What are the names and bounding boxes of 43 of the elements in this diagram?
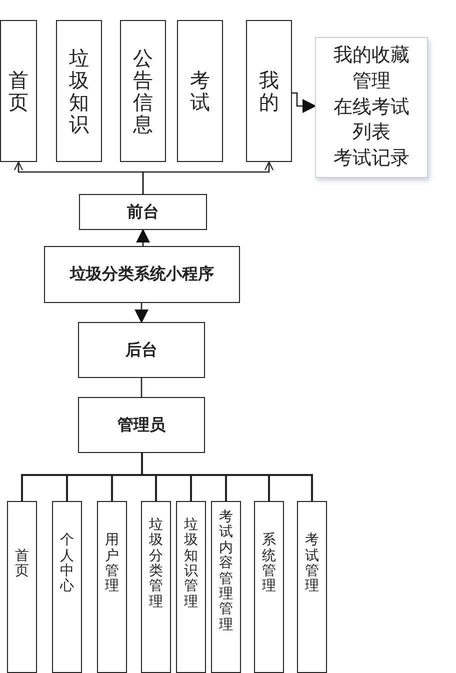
- node-label: 公告信息: [133, 47, 153, 135]
- connector-line: [140, 378, 142, 397]
- module-box: [52, 501, 82, 673]
- node-label: 垃圾分类管理: [149, 518, 163, 610]
- arrow: [142, 161, 274, 194]
- node-label: 首页: [8, 69, 28, 113]
- module-box: [7, 501, 37, 673]
- arrow: [292, 92, 316, 113]
- module-box: [211, 501, 241, 673]
- process-box: [78, 322, 205, 378]
- node-label: 垃圾知识: [69, 47, 89, 135]
- menu-box: [56, 20, 102, 162]
- node-label: 用户管理: [105, 533, 119, 595]
- node-label: 考试记录: [332, 146, 410, 171]
- arrow: [134, 303, 148, 324]
- module-box: [141, 501, 171, 673]
- node-label: 垃圾分类系统小程序: [70, 264, 214, 285]
- module-box: [254, 501, 284, 673]
- process-box: [78, 397, 205, 453]
- node-label: 考试内容管理管理: [219, 510, 233, 634]
- process-box: [79, 194, 207, 230]
- node-label: 管理员: [118, 414, 166, 436]
- node-label: 个人中心: [60, 533, 74, 595]
- node-label: 前台: [127, 202, 159, 222]
- node-label: 后台: [126, 340, 158, 360]
- module-box: [176, 501, 206, 673]
- node-label: 考试管理: [305, 533, 319, 595]
- node-label: 首页: [15, 548, 29, 580]
- menu-box: [246, 20, 292, 162]
- node-label: 我的收藏管理: [332, 43, 410, 94]
- node-label: 我的: [259, 69, 279, 113]
- detail-box: [315, 37, 428, 178]
- node-label: 在线考试列表: [332, 94, 410, 146]
- menu-box: [0, 20, 37, 162]
- arrow: [136, 228, 150, 246]
- node-label: 垃圾知识管理: [184, 518, 198, 610]
- process-box: [44, 246, 240, 303]
- module-box: [97, 501, 127, 673]
- module-box: [297, 501, 327, 673]
- node-label: 系统管理: [262, 533, 276, 595]
- menu-box: [120, 20, 166, 162]
- menu-box: [177, 20, 223, 162]
- node-label: 考试: [190, 69, 210, 113]
